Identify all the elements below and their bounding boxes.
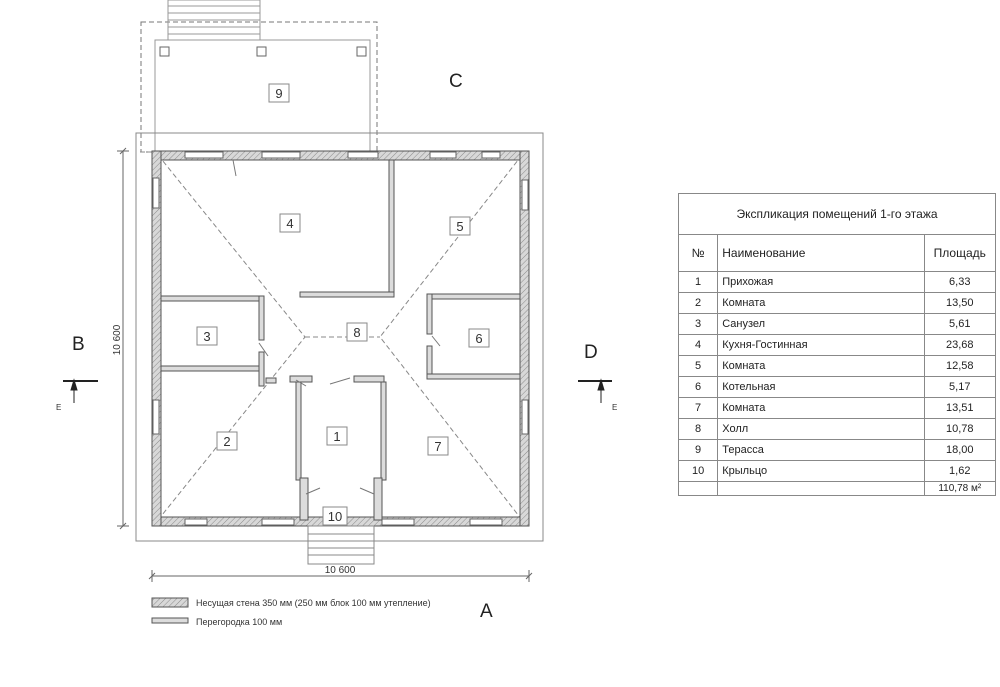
- dimension-width-label: 10 600: [325, 565, 356, 576]
- room-label-9: 9: [275, 86, 282, 101]
- room-label-5: 5: [456, 219, 463, 234]
- section-label-left: E: [56, 403, 61, 412]
- side-label-b: B: [72, 334, 85, 355]
- explication-table: Экспликация помещений 1-го этажа № Наиме…: [677, 193, 997, 496]
- legend-wall-label: Несущая стена 350 мм (250 мм блок 100 мм…: [196, 598, 431, 608]
- room-label-1: 1: [333, 429, 340, 444]
- entrance-steps: [307, 525, 375, 565]
- terrace: [140, 0, 378, 153]
- room-label-8: 8: [353, 325, 360, 340]
- terrace-steps: [167, 0, 261, 41]
- section-label-right: E: [612, 403, 617, 412]
- legend-partition-label: Перегородка 100 мм: [196, 617, 282, 627]
- section-marker-right: [578, 378, 612, 403]
- header-name: Наименование: [717, 234, 925, 272]
- section-marker-left: [63, 378, 98, 403]
- side-label-d: D: [584, 342, 598, 363]
- door-swings: [232, 159, 441, 495]
- partitions: [160, 159, 521, 521]
- header-area: Площадь: [923, 234, 997, 272]
- dimension-height-label: 10 600: [112, 324, 123, 355]
- header-num: №: [677, 234, 719, 272]
- legend-partition-swatch: [151, 617, 189, 624]
- legend-wall-swatch: [151, 597, 189, 608]
- total-area: 110,78 м²: [923, 481, 997, 496]
- room-label-2: 2: [223, 434, 230, 449]
- side-label-c: C: [449, 71, 463, 92]
- room-labels: 1 2 3 4 5 6 7 8 9 10: [196, 83, 490, 526]
- room-label-6: 6: [475, 331, 482, 346]
- room-label-7: 7: [434, 439, 441, 454]
- table-total-row: 110,78 м²: [677, 481, 997, 496]
- dimension-height: [117, 147, 129, 530]
- room-label-3: 3: [203, 329, 210, 344]
- explication-title: Экспликация помещений 1-го этажа: [678, 193, 996, 235]
- dimension-width: [148, 570, 533, 582]
- room-label-4: 4: [286, 216, 293, 231]
- windows: [152, 151, 529, 526]
- side-label-a: A: [480, 601, 493, 622]
- room-label-10: 10: [328, 509, 342, 524]
